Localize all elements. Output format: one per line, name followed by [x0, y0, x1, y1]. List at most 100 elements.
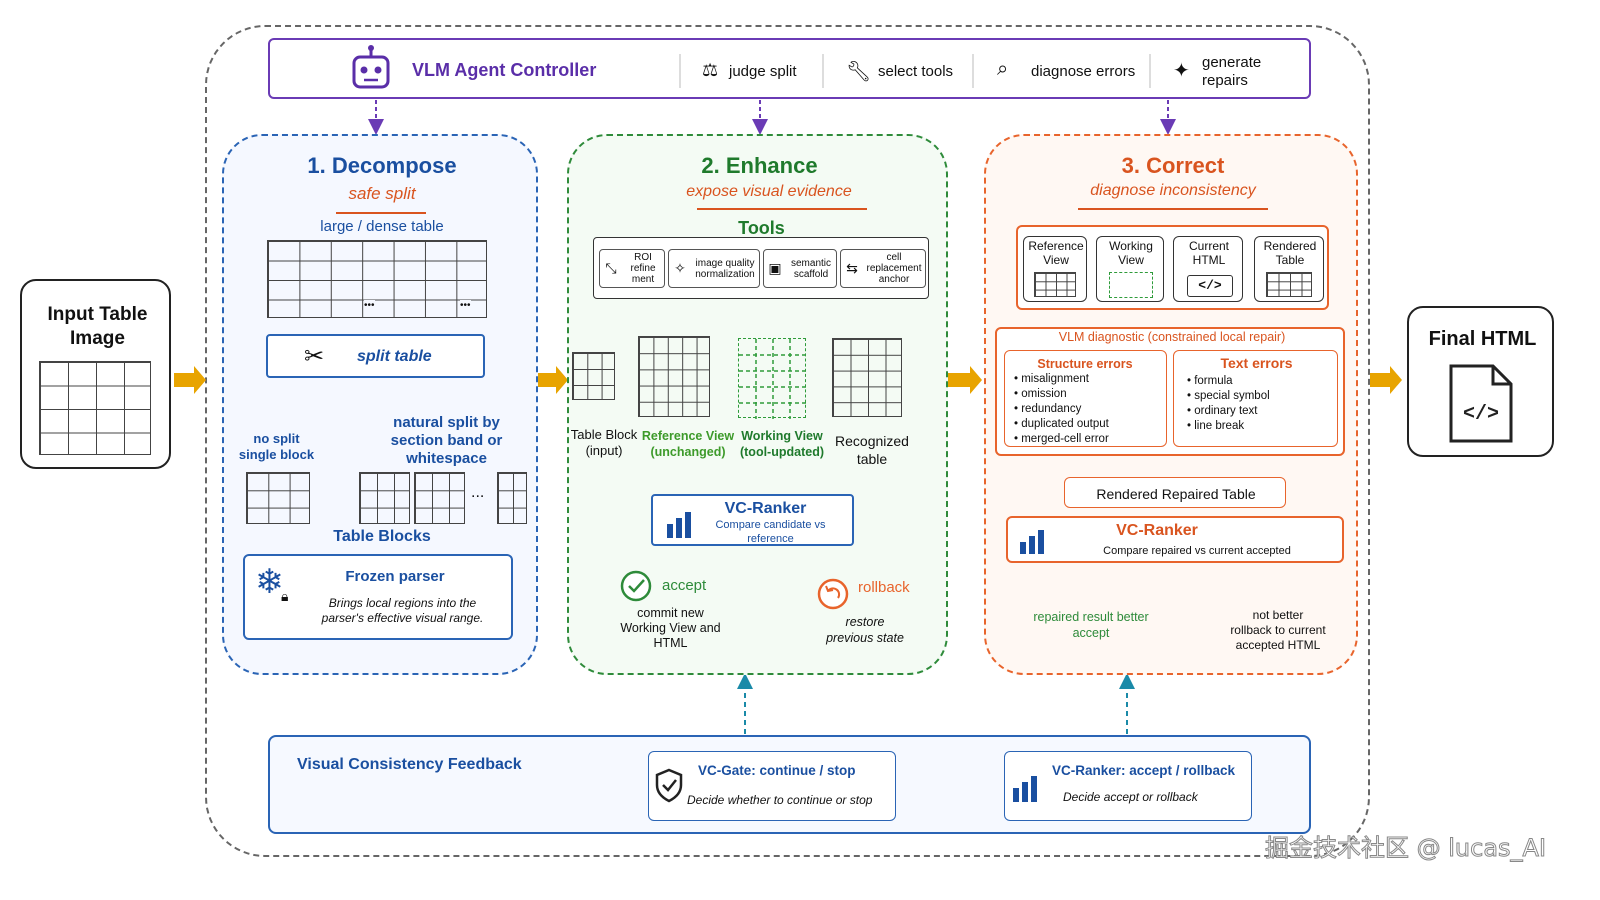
not-better-label: not better rollback to current accepted … — [1230, 608, 1326, 652]
decompose-panel: 1. Decompose safe split large / dense ta… — [222, 134, 538, 675]
rendered-repaired-label: Rendered Repaired Table — [1096, 486, 1256, 502]
input-box: Input Table Image — [20, 279, 171, 469]
diagnostic-label: VLM diagnostic (constrained local repair… — [1058, 330, 1286, 344]
tool-image-quality: ✧image quality normalization — [668, 249, 760, 288]
subtitle-underline — [1078, 208, 1268, 210]
reference-view-icon — [638, 336, 710, 417]
text-errors-title: Text errors — [1220, 355, 1293, 371]
tool-label: ROI refine ment — [630, 252, 656, 285]
working-view-card: Working View — [1096, 236, 1164, 302]
robot-icon — [352, 45, 1151, 89]
visual-consistency-feedback: Visual Consistency Feedback VC-Gate: con… — [268, 735, 1311, 834]
tool-cell-replacement: ⇆ cell replacement anchor — [840, 249, 926, 288]
bar-chart-icon — [1020, 530, 1044, 554]
ellipsis-mark: ••• — [460, 300, 471, 311]
output-title: Final HTML — [1428, 328, 1537, 350]
subtitle-underline — [697, 208, 867, 210]
decompose-title: 1. Decompose — [307, 153, 457, 178]
replace-icon: ⇆ — [846, 260, 858, 276]
recognized-table-label: Recognized table — [835, 433, 909, 467]
natural-split-label: natural split by section band or whitesp… — [390, 414, 503, 467]
vc-ranker-feedback-desc: Decide accept or rollback — [1063, 790, 1198, 804]
watermark: 掘金技术社区 @ lucas_AI — [1264, 834, 1547, 863]
subtitle-underline — [336, 212, 426, 214]
error-item: • misalignment — [1014, 373, 1089, 385]
recognized-table-icon — [832, 338, 902, 417]
scissors-icon: ✂ — [304, 343, 325, 370]
frozen-parser-title: Frozen parser — [345, 568, 445, 585]
rollback-desc: restore previous state — [826, 615, 904, 645]
code-icon: </> — [1187, 275, 1233, 297]
ellipsis-mark: ••• — [364, 300, 375, 311]
table-blocks-label: Table Blocks — [333, 528, 431, 545]
split-table-button: ✂ split table — [266, 334, 485, 378]
system-frame — [205, 25, 1370, 857]
action-select-tools: select tools — [878, 63, 954, 80]
reference-view-label: Reference View (unchanged) — [641, 429, 735, 459]
scale-icon: ⚖ — [702, 60, 719, 80]
vc-gate-box: VC-Gate: continue / stop Decide whether … — [648, 751, 896, 821]
view-label: Working View — [1109, 239, 1153, 267]
error-item: • formula — [1187, 375, 1233, 387]
crop-icon: ⤡ — [605, 260, 617, 276]
text-errors-list: • formula • special symbol • ordinary te… — [1187, 374, 1270, 434]
rollback-label: rollback — [858, 579, 910, 596]
lock-icon: 🔒︎ — [281, 588, 289, 604]
text-errors-box: Text errors • formula • special symbol •… — [1173, 350, 1338, 447]
search-icon: ⌕ — [997, 58, 1009, 80]
code-file-icon: </> — [1449, 364, 1513, 443]
vlm-agent-controller: VLM Agent Controller ⚖ judge split 🔧︎ se… — [268, 38, 1311, 99]
repaired-better-label: repaired result better accept — [1033, 610, 1149, 640]
correct-title: 3. Correct — [1121, 153, 1225, 178]
snowflake-icon: ❄ — [255, 563, 284, 601]
tool-label: cell replacement anchor — [866, 252, 922, 285]
magic-wand-icon: ✧ — [674, 260, 686, 276]
scaffold-icon: ▣ — [768, 260, 782, 276]
error-item: • ordinary text — [1187, 405, 1258, 417]
error-item: • merged-cell error — [1014, 433, 1109, 445]
working-view-icon — [738, 338, 807, 419]
action-generate-repairs: generate repairs — [1202, 54, 1262, 89]
correct-subtitle: diagnose inconsistency — [1090, 182, 1256, 199]
vc-gate-title: VC-Gate: continue / stop — [698, 763, 856, 778]
wrench-icon: 🔧︎ — [846, 61, 872, 83]
vc-gate-desc: Decide whether to continue or stop — [687, 793, 873, 807]
svg-text:</>: </> — [1463, 403, 1499, 426]
table-block-label: Table Block (input) — [570, 427, 638, 458]
view-label: Reference View — [1028, 239, 1084, 267]
vc-ranker-desc: Compare candidate vs reference — [715, 519, 826, 545]
error-item: • duplicated output — [1014, 418, 1109, 430]
tool-semantic-scaffold: ▣semantic scaffold — [763, 249, 837, 288]
vc-ranker-title: VC-Ranker — [1116, 522, 1198, 539]
reference-view-card: Reference View — [1023, 236, 1087, 302]
bar-chart-icon — [667, 512, 691, 538]
structure-errors-title: Structure errors — [1037, 357, 1133, 371]
split-table-label: split table — [357, 348, 432, 365]
decompose-subtitle: safe split — [348, 184, 416, 203]
output-box: Final HTML </> — [1407, 306, 1554, 457]
current-html-card: Current HTML </> — [1173, 236, 1243, 302]
controller-title: VLM Agent Controller — [412, 60, 597, 80]
vc-ranker-title: VC-Ranker — [724, 500, 807, 517]
error-item: • line break — [1187, 420, 1245, 432]
dashed-table-icon — [1109, 272, 1153, 298]
frozen-parser-desc: Brings local regions into the parser's e… — [321, 596, 484, 625]
view-label: Current HTML — [1188, 239, 1229, 267]
vc-ranker-feedback-box: VC-Ranker: accept / rollback Decide acce… — [1004, 751, 1252, 821]
block-icon — [359, 472, 410, 524]
single-block-icon — [246, 472, 310, 524]
bar-chart-icon — [1013, 776, 1037, 802]
accept-label: accept — [662, 577, 707, 594]
enhance-title: 2. Enhance — [701, 153, 818, 178]
enhance-subtitle: expose visual evidence — [686, 183, 852, 200]
view-label: Rendered Table — [1263, 239, 1317, 267]
error-item: • special symbol — [1187, 390, 1270, 402]
no-split-label: no split single block — [238, 431, 315, 462]
tools-label: Tools — [738, 218, 785, 238]
action-diagnose-errors: diagnose errors — [1031, 63, 1136, 80]
shield-check-icon — [655, 768, 683, 803]
block-icon — [497, 472, 527, 524]
vc-ranker-feedback-title: VC-Ranker: accept / rollback — [1052, 763, 1236, 778]
input-table-icon — [39, 361, 151, 455]
action-judge-split: judge split — [729, 63, 797, 80]
